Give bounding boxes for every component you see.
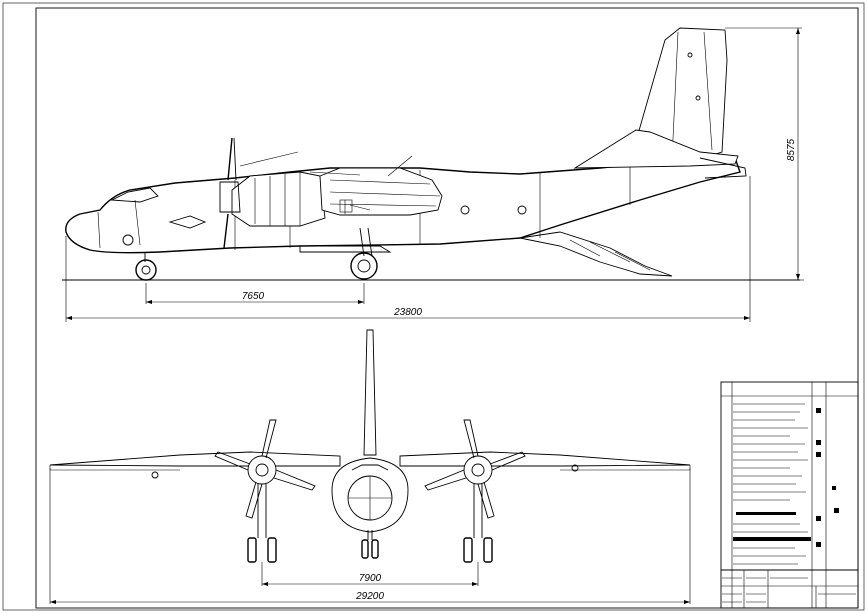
dim-wheelbase: 7650 [145,283,365,304]
propeller-blade [223,137,233,249]
side-view: 7650 23800 8575 [62,27,804,322]
wing-right [399,451,691,467]
wing-left [49,451,341,467]
nose-wheel [135,259,157,281]
tail-cone [699,157,747,179]
main-gear-fairing [299,245,392,253]
porthole [122,234,134,246]
vertical-stabilizer-front [363,329,377,456]
dim-span-label: 29200 [355,591,384,602]
wing-upper [319,167,443,216]
engine-right [424,419,526,563]
dim-wheelbase-label: 7650 [242,291,265,302]
engine-left [214,419,316,563]
front-view: 7900 29200 [49,329,691,604]
side-window [168,215,207,229]
horizontal-stabilizer [573,129,739,169]
title-block [720,381,859,609]
dim-track-label: 7900 [359,573,382,584]
dim-track: 7900 [261,562,479,586]
cargo-ramp [519,231,673,277]
main-wheel [350,252,378,280]
dim-span: 29200 [49,468,691,604]
dim-length-label: 23800 [393,307,422,318]
dim-length: 23800 [65,176,751,322]
gear-left [257,484,267,538]
propeller-right [424,419,526,519]
dim-height: 8575 [725,27,804,281]
engine-nacelle [231,171,326,227]
main-gear [359,227,373,257]
propeller-left [214,419,316,519]
nose-gear-front [361,530,379,559]
gear-right [473,484,483,538]
dim-height-label: 8575 [786,138,797,161]
